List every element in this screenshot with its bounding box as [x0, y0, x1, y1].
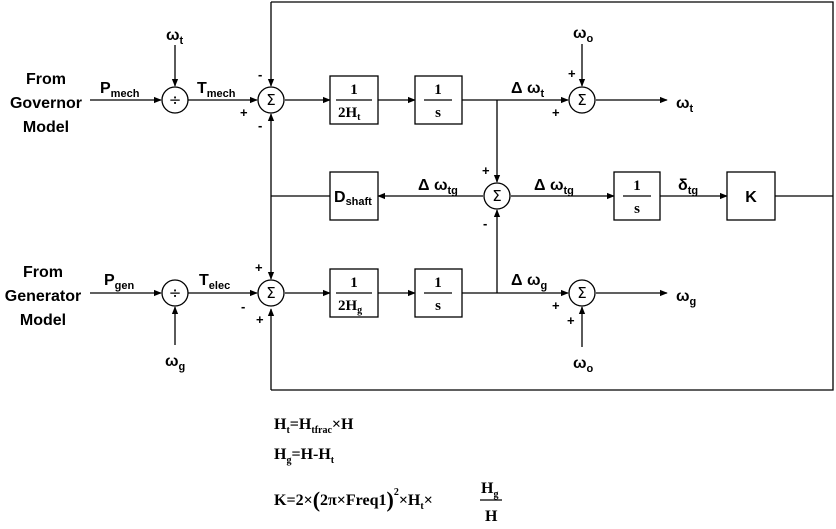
- svg-text:From: From: [26, 71, 66, 88]
- svg-text:Model: Model: [20, 312, 66, 329]
- delta-omega-g-label: Δ ωg: [511, 272, 547, 292]
- sign-sum1-bottom: -: [258, 118, 262, 133]
- sign-sum1-left: +: [240, 105, 248, 120]
- svg-text:Σ: Σ: [266, 284, 275, 302]
- delta-omega-t-label: Δ ωt: [511, 80, 544, 100]
- svg-text:Σ: Σ: [492, 187, 501, 205]
- svg-text:1: 1: [633, 178, 641, 194]
- governor-input-label: From Governor Model: [10, 71, 82, 136]
- svg-text:Σ: Σ: [577, 284, 586, 302]
- divider-junction-top: ÷: [161, 86, 189, 114]
- sum-junction-telec: Σ: [257, 279, 285, 307]
- delta-omega-tg-right-label: Δ ωtg: [534, 177, 574, 197]
- svg-text:s: s: [634, 201, 640, 217]
- svg-text:K=2×(2π×Freq1)2×Ht×: K=2×(2π×Freq1)2×Ht×: [274, 487, 433, 512]
- equation-hg: Hg=H-Ht: [274, 446, 335, 466]
- equation-k: K=2×(2π×Freq1)2×Ht× Hg H: [274, 480, 502, 525]
- svg-text:Σ: Σ: [266, 91, 275, 109]
- svg-text:1: 1: [350, 82, 358, 98]
- sum-junction-omega-g: Σ: [568, 279, 596, 307]
- omega-o-top-label: ωo: [573, 25, 594, 45]
- sign-omega-g-left: +: [552, 298, 560, 313]
- svg-text:K: K: [745, 189, 757, 206]
- omega-t-divider-label: ωt: [166, 27, 184, 47]
- svg-text:Hg: Hg: [481, 480, 498, 500]
- sign-omega-t-left: +: [552, 105, 560, 120]
- gain-block-hg: 1 2Hg: [329, 268, 379, 318]
- sign-omega-t-top: +: [568, 66, 576, 81]
- svg-text:1: 1: [350, 275, 358, 291]
- svg-text:Governor: Governor: [10, 95, 82, 112]
- sign-omega-g-bottom: +: [567, 313, 575, 328]
- sign-sum2-bottom: +: [256, 312, 264, 327]
- gain-block-ht: 1 2Ht: [329, 75, 379, 125]
- sum-junction-omega-t: Σ: [568, 86, 596, 114]
- svg-text:1: 1: [434, 275, 442, 291]
- svg-text:Ht=Htfrac×H: Ht=Htfrac×H: [274, 416, 354, 436]
- tmech-label: Tmech: [197, 80, 236, 100]
- pgen-label: Pgen: [104, 272, 135, 292]
- integrator-block-top: 1 s: [414, 75, 463, 125]
- svg-text:Dshaft: Dshaft: [334, 189, 372, 208]
- generator-input-label: From Generator Model: [5, 264, 81, 329]
- sign-center-bottom: -: [483, 216, 487, 231]
- sign-sum2-left: -: [241, 299, 245, 314]
- svg-text:s: s: [435, 105, 441, 121]
- omega-t-output-label: ωt: [676, 95, 694, 115]
- pmech-label: Pmech: [100, 80, 140, 100]
- delta-tg-label: δtg: [678, 177, 698, 197]
- divider-junction-bottom: ÷: [161, 279, 189, 307]
- svg-text:Hg=H-Ht: Hg=H-Ht: [274, 446, 335, 466]
- svg-text:From: From: [23, 264, 63, 281]
- sum-junction-tmech: Σ: [257, 86, 285, 114]
- svg-text:2Hg: 2Hg: [338, 298, 362, 316]
- svg-text:2Ht: 2Ht: [338, 105, 361, 123]
- svg-text:÷: ÷: [169, 284, 182, 302]
- sign-sum1-top: -: [258, 67, 262, 82]
- delta-omega-tg-left-label: Δ ωtg: [418, 177, 458, 197]
- sum-junction-center: Σ: [483, 182, 511, 210]
- svg-text:Model: Model: [23, 119, 69, 136]
- svg-text:Σ: Σ: [577, 91, 586, 109]
- integrator-block-bottom: 1 s: [414, 268, 463, 318]
- svg-text:1: 1: [434, 82, 442, 98]
- svg-text:s: s: [435, 298, 441, 314]
- integrator-block-middle: 1 s: [613, 171, 661, 221]
- telec-label: Telec: [199, 272, 230, 292]
- omega-g-output-label: ωg: [676, 288, 696, 308]
- equation-ht: Ht=Htfrac×H: [274, 416, 354, 436]
- svg-text:H: H: [485, 508, 498, 525]
- svg-text:÷: ÷: [169, 91, 182, 109]
- sign-sum2-top: +: [255, 260, 263, 275]
- sign-center-top: +: [482, 163, 490, 178]
- omega-o-bottom-label: ωo: [573, 355, 594, 375]
- svg-text:Generator: Generator: [5, 288, 81, 305]
- omega-g-divider-label: ωg: [165, 353, 185, 373]
- k-block: K: [726, 171, 776, 221]
- dshaft-block: Dshaft: [329, 171, 379, 221]
